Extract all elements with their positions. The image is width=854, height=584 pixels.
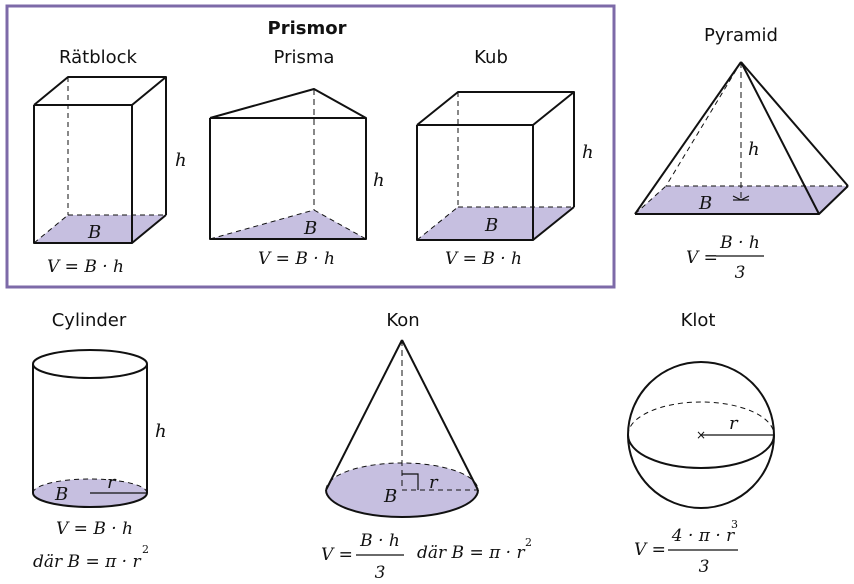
pyramid-figure: Pyramid h B V = B · h 3 [634,25,849,283]
kub-formula: V = B · h [445,249,522,269]
cylinder-radius-label: r [107,472,117,493]
klot-formula-denominator: 3 [699,557,710,577]
prisma-formula: V = B · h [258,249,335,269]
kon-formula-numerator: B · h [359,531,400,551]
ratblock-base-label: B [87,222,101,243]
kon-formula-denominator: 3 [375,563,386,583]
pyramid-formula-numerator: B · h [719,233,760,253]
kon-radius-label: r [429,472,439,493]
pyramid-formula-lhs: V = [686,248,718,268]
prisma-base-label: B [303,218,317,239]
ratblock-height-label: h [175,150,187,171]
klot-formula-numerator: 4 · π · r [671,526,735,546]
kon-where-exponent: 2 [525,536,532,549]
prismor-heading: Prismor [268,18,347,39]
cylinder-title: Cylinder [52,310,127,331]
pyramid-height-label: h [748,139,760,160]
prisma-figure: Prisma h B V = B · h [209,47,385,269]
klot-title: Klot [681,310,716,331]
kon-title: Kon [386,310,419,331]
cylinder-height-label: h [155,421,167,442]
pyramid-base-label: B [698,193,712,214]
kub-base-label: B [484,215,498,236]
kon-formula-lhs: V = [321,545,353,565]
klot-radius-label: r [729,413,739,434]
pyramid-formula-denominator: 3 [735,263,746,283]
kon-base-label: B [383,486,397,507]
klot-figure: Klot × r V = 4 · π · r 3 3 [627,310,775,577]
kub-figure: Kub h B V = B · h [416,47,594,269]
klot-numerator-exponent: 3 [731,518,738,531]
kon-where: där B = π · r [417,543,525,563]
ratblock-title: Rätblock [59,47,138,68]
cylinder-where-exponent: 2 [142,543,149,556]
prisma-height-label: h [373,170,385,191]
ratblock-formula: V = B · h [47,257,124,277]
cylinder-formula: V = B · h [56,519,133,539]
klot-center-mark: × [696,428,706,442]
kub-height-label: h [582,142,594,163]
cylinder-where: där B = π · r [33,552,141,572]
cylinder-base-label: B [54,484,68,505]
klot-formula-lhs: V = [634,540,666,560]
prisma-base [210,210,366,239]
kub-base [417,207,574,240]
ratblock-figure: Rätblock h B V = B · h [33,47,187,277]
pyramid-title: Pyramid [704,25,778,46]
cylinder-figure: Cylinder r h B V = B · h där B = π · r 2 [32,310,167,572]
kub-title: Kub [474,47,508,68]
prismor-frame [5,4,616,289]
prisma-title: Prisma [274,47,335,68]
kon-figure: Kon r B V = B · h 3 där B = π · r 2 [321,310,532,583]
